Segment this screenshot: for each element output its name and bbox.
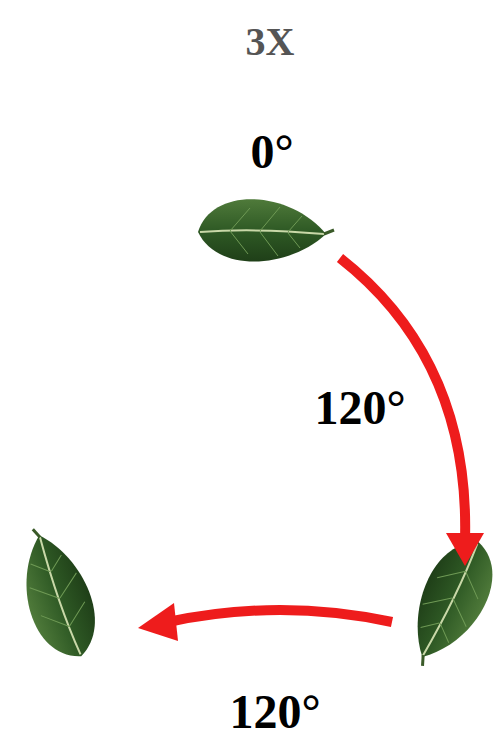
angle-label: 120° (229, 688, 320, 736)
arrow-head (446, 533, 484, 566)
angle-label: 120° (314, 384, 405, 432)
leaf-120 (394, 529, 503, 679)
angle-label: 0° (250, 128, 293, 176)
diagram-title: 3X (246, 22, 295, 62)
leaf-240 (4, 518, 109, 667)
leaf-0 (198, 199, 334, 261)
arrow-head (138, 603, 178, 641)
rotation-arrow (168, 610, 392, 622)
